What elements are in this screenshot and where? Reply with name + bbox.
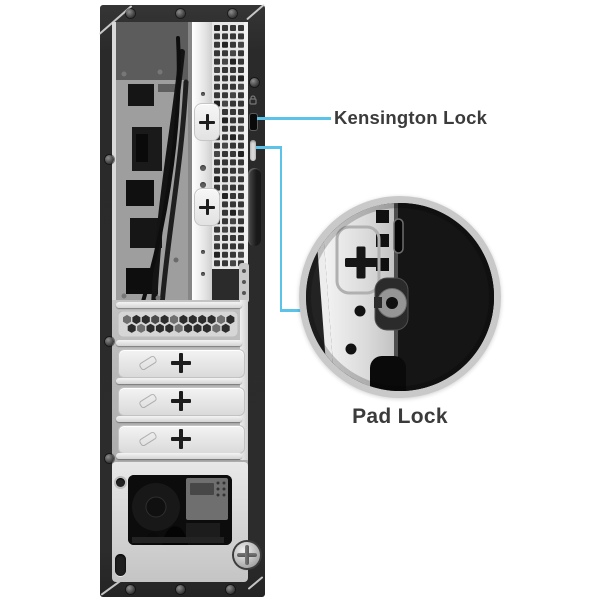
screw-icon <box>105 337 114 346</box>
honeycomb-vent <box>118 311 238 337</box>
padlock-loop-icon <box>248 168 261 246</box>
psu-thumbscrew <box>234 542 260 568</box>
screw-icon <box>105 454 114 463</box>
padlock-engraving-icon <box>249 95 257 105</box>
thumbscrew-rail <box>192 22 212 305</box>
panel-edge <box>240 300 248 460</box>
case-interior-cutaway <box>112 22 192 305</box>
thumbscrew-plate <box>194 188 220 226</box>
screw-icon <box>105 155 114 164</box>
screw-icon <box>226 585 235 594</box>
etched-mark <box>138 354 158 372</box>
bevel-bottom-right <box>247 576 264 590</box>
slot-divider-bar <box>116 302 242 308</box>
padlock-zoom-inset <box>299 196 501 398</box>
callout-line-padlock <box>279 146 282 311</box>
rail-hole <box>201 92 205 96</box>
expansion-slot-cover <box>118 349 245 378</box>
plus-thumbscrew-icon <box>199 199 215 215</box>
frame-screw-hole <box>116 478 125 487</box>
screw-icon <box>126 585 135 594</box>
thumbscrew-plate <box>194 103 220 141</box>
plus-thumbscrew-icon <box>171 429 191 449</box>
etched-mark <box>138 430 158 448</box>
screw-icon <box>176 9 185 18</box>
slot-divider-bar <box>116 378 242 384</box>
padlock-slot-icon <box>250 140 256 161</box>
padlock-label: Pad Lock <box>352 405 448 428</box>
callout-line-padlock <box>279 309 303 312</box>
padlock-zoom-illustration <box>306 203 494 391</box>
screw-icon <box>176 585 185 594</box>
slot-divider-bar <box>116 416 242 422</box>
slot-divider-bar <box>116 340 242 346</box>
expansion-slot-cover <box>118 387 245 416</box>
padlock-bracket <box>239 263 249 303</box>
kensington-slot-icon <box>249 113 258 131</box>
screw-icon <box>228 9 237 18</box>
plus-thumbscrew-icon <box>171 391 191 411</box>
vent-perforation-panel <box>212 22 244 269</box>
plus-thumbscrew-icon <box>171 353 191 373</box>
rail-hole <box>201 250 205 254</box>
screw-icon <box>126 9 135 18</box>
pc-case-rear <box>98 3 265 597</box>
screw-icon <box>250 78 259 87</box>
rail-hole <box>200 165 206 171</box>
expansion-area <box>112 300 248 467</box>
etched-mark <box>138 392 158 410</box>
kensington-lock-label: Kensington Lock <box>334 107 488 128</box>
psu-opening <box>128 475 232 545</box>
callout-line-kensington <box>257 117 331 120</box>
plus-thumbscrew-icon <box>199 114 215 130</box>
rail-hole <box>201 272 205 276</box>
callout-line-padlock <box>256 146 282 149</box>
slot-divider-bar <box>116 453 242 459</box>
psu-bay <box>112 462 260 582</box>
frame-oval-hole <box>115 554 126 576</box>
expansion-slot-cover <box>118 425 245 454</box>
rail-hole <box>200 182 206 188</box>
panel-edge <box>244 22 248 269</box>
bevel-top-right <box>246 3 265 21</box>
